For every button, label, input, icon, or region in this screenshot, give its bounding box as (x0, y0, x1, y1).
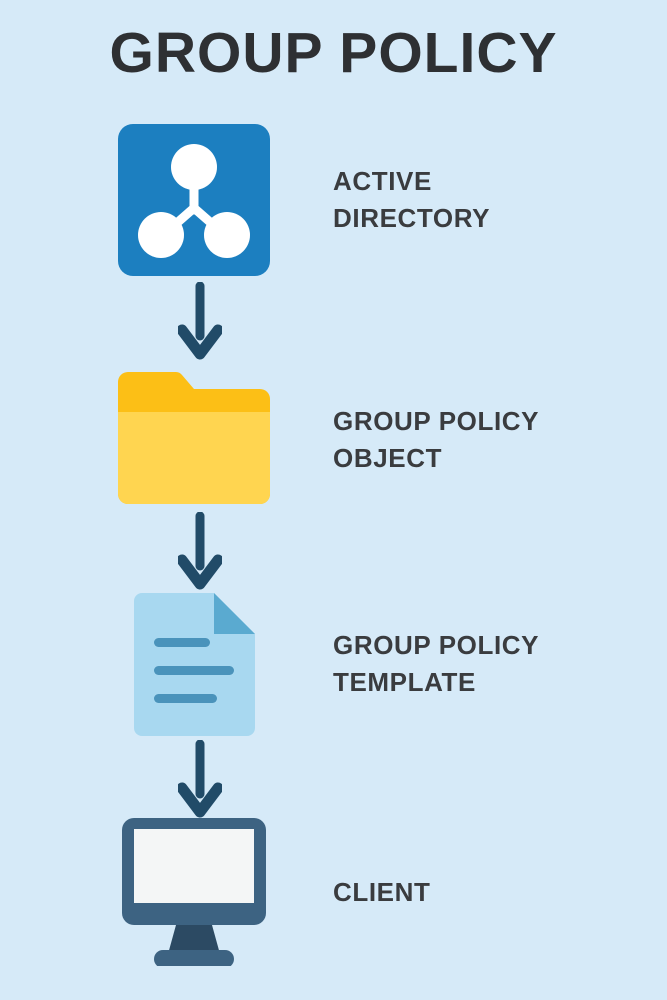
flow-step-active-directory: ACTIVE DIRECTORY (0, 124, 667, 280)
label-line-2: OBJECT (333, 443, 443, 473)
down-arrow-icon (176, 511, 224, 590)
arrow-ad-to-gpo (176, 281, 224, 362)
label-line-2: DIRECTORY (333, 203, 491, 233)
folder-glyph (118, 372, 270, 504)
page-title: GROUP POLICY (109, 21, 558, 85)
flow-step-group-policy-template: GROUP POLICY TEMPLATE (0, 588, 667, 744)
flow-step-group-policy-object: GROUP POLICY OBJECT (0, 364, 667, 520)
folder-icon (118, 364, 270, 516)
document-icon (118, 588, 270, 740)
monitor-icon (118, 816, 270, 968)
client-label: CLIENT (333, 816, 653, 968)
label-line-1: ACTIVE (333, 166, 432, 197)
label-line-1: GROUP POLICY (333, 406, 540, 437)
active-directory-icon (118, 124, 270, 276)
monitor-glyph (122, 818, 266, 966)
active-directory-network-glyph (138, 144, 250, 258)
group-policy-object-label: GROUP POLICY OBJECT (333, 364, 653, 516)
active-directory-label: ACTIVE DIRECTORY (333, 124, 653, 276)
down-arrow-icon (176, 281, 224, 360)
label-line-2: TEMPLATE (333, 667, 476, 697)
arrow-gpo-to-gpt (176, 511, 224, 592)
label-line-1: CLIENT (333, 876, 431, 907)
arrow-gpt-to-client (176, 739, 224, 820)
document-glyph (134, 593, 255, 736)
label-line-1: GROUP POLICY (333, 630, 540, 661)
down-arrow-icon (176, 739, 224, 818)
group-policy-template-label: GROUP POLICY TEMPLATE (333, 588, 653, 740)
flow-step-client: CLIENT (0, 816, 667, 972)
